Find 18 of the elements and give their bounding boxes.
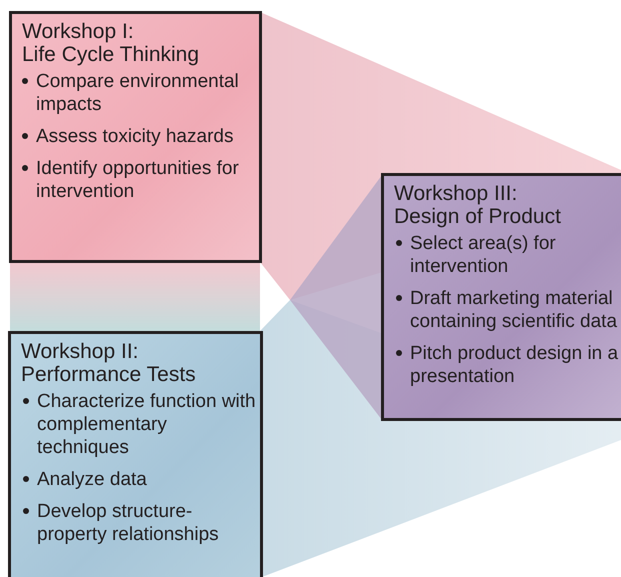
workshop-heading: Workshop III:: [394, 182, 518, 205]
workshop-heading: Design of Product: [394, 205, 562, 228]
workshop-card: [381, 173, 621, 421]
bullet-text: Develop structure-property relationships: [37, 500, 220, 546]
workshop-card: [8, 331, 263, 577]
bullet-text: Draft marketing material containing scientific data: [410, 287, 618, 333]
bullet-text: Compare environmental impacts: [36, 70, 240, 116]
bullet-text: Identify opportunities for intervention: [36, 157, 240, 203]
workshop-heading: Life Cycle Thinking: [22, 43, 200, 66]
workshop-heading: Performance Tests: [21, 363, 197, 386]
workshop-heading: Workshop II:: [21, 340, 140, 363]
bullet-text: Characterize function with complementary techniques: [37, 390, 256, 459]
bullet-text: Select area(s) for intervention: [410, 232, 557, 278]
bullet-text: Assess toxicity hazards: [36, 125, 234, 148]
bullet-text: Pitch product design in a presentation: [410, 342, 619, 388]
bullet-text: Analyze data: [37, 468, 147, 491]
workshop-heading: Workshop I:: [22, 20, 135, 43]
workshop-card: [9, 11, 262, 263]
